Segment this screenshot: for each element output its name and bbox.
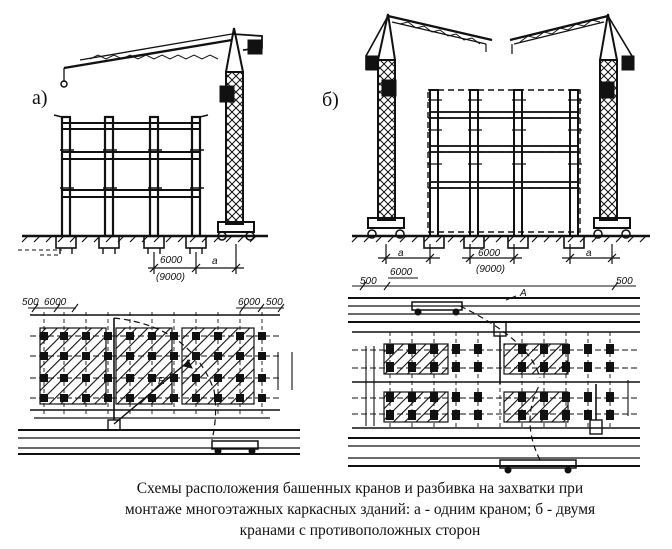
dimensions-a [148,244,244,274]
caption-line-2: монтаже многоэтажных каркасных зданий: а… [124,501,596,518]
tower-crane-a [60,27,263,241]
crane-reach-a [107,317,217,441]
dim-b-span-bottom: (9000) [476,264,505,275]
dim-b-span-top: 6000 [478,248,501,259]
panel-a-elevation [18,27,268,274]
dimensions-a-plan [28,303,293,390]
dimensions-b-plan [352,277,636,426]
tower-crane-b-right [509,13,635,239]
dim-b-plan-mid: A [519,288,527,299]
crane-reach-b [459,295,603,461]
building-frame-b [423,89,585,249]
dimensions-b [378,244,620,264]
panel-b-label: б) [322,89,339,111]
dim-a-plan-left: 500 [22,297,39,308]
building-frame-a [18,114,209,256]
dim-b-plan-left: 500 [360,276,377,287]
dim-a-plan-left2: 6000 [44,297,67,308]
panel-b-elevation [351,13,650,264]
dim-b-plan-top: 6000 [390,267,413,278]
crane-track-a [18,417,300,455]
columns-a [40,332,266,402]
dim-a-span-bottom: (9000) [156,272,185,283]
panel-b-plan [348,277,640,474]
dim-b-offset-left: a [398,248,404,259]
columns-b [386,344,614,420]
dim-a-plan-right: 6000 [238,297,261,308]
ground-a [21,234,268,243]
ground-b [351,234,650,243]
panel-a-label: а) [32,87,48,109]
panel-a-plan [18,303,300,455]
caption-line-3: кранами с противоположных сторон [239,522,481,539]
crane-track-b-bottom [348,437,640,474]
dim-a-offset: a [212,256,218,267]
caption-line-1: Схемы расположения башенных кранов и раз… [136,480,584,497]
dim-b-offset-right: a [586,248,592,259]
dim-a-plan-radius: R [158,376,165,387]
dim-a-span-top: 6000 [160,255,183,266]
crane-track-b-top [348,297,640,323]
figure-caption: Схемы расположения башенных кранов и раз… [60,478,660,541]
dim-a-plan-right2: 500 [266,297,283,308]
dim-b-plan-right: 500 [616,276,633,287]
tower-crane-b-left [365,13,493,239]
